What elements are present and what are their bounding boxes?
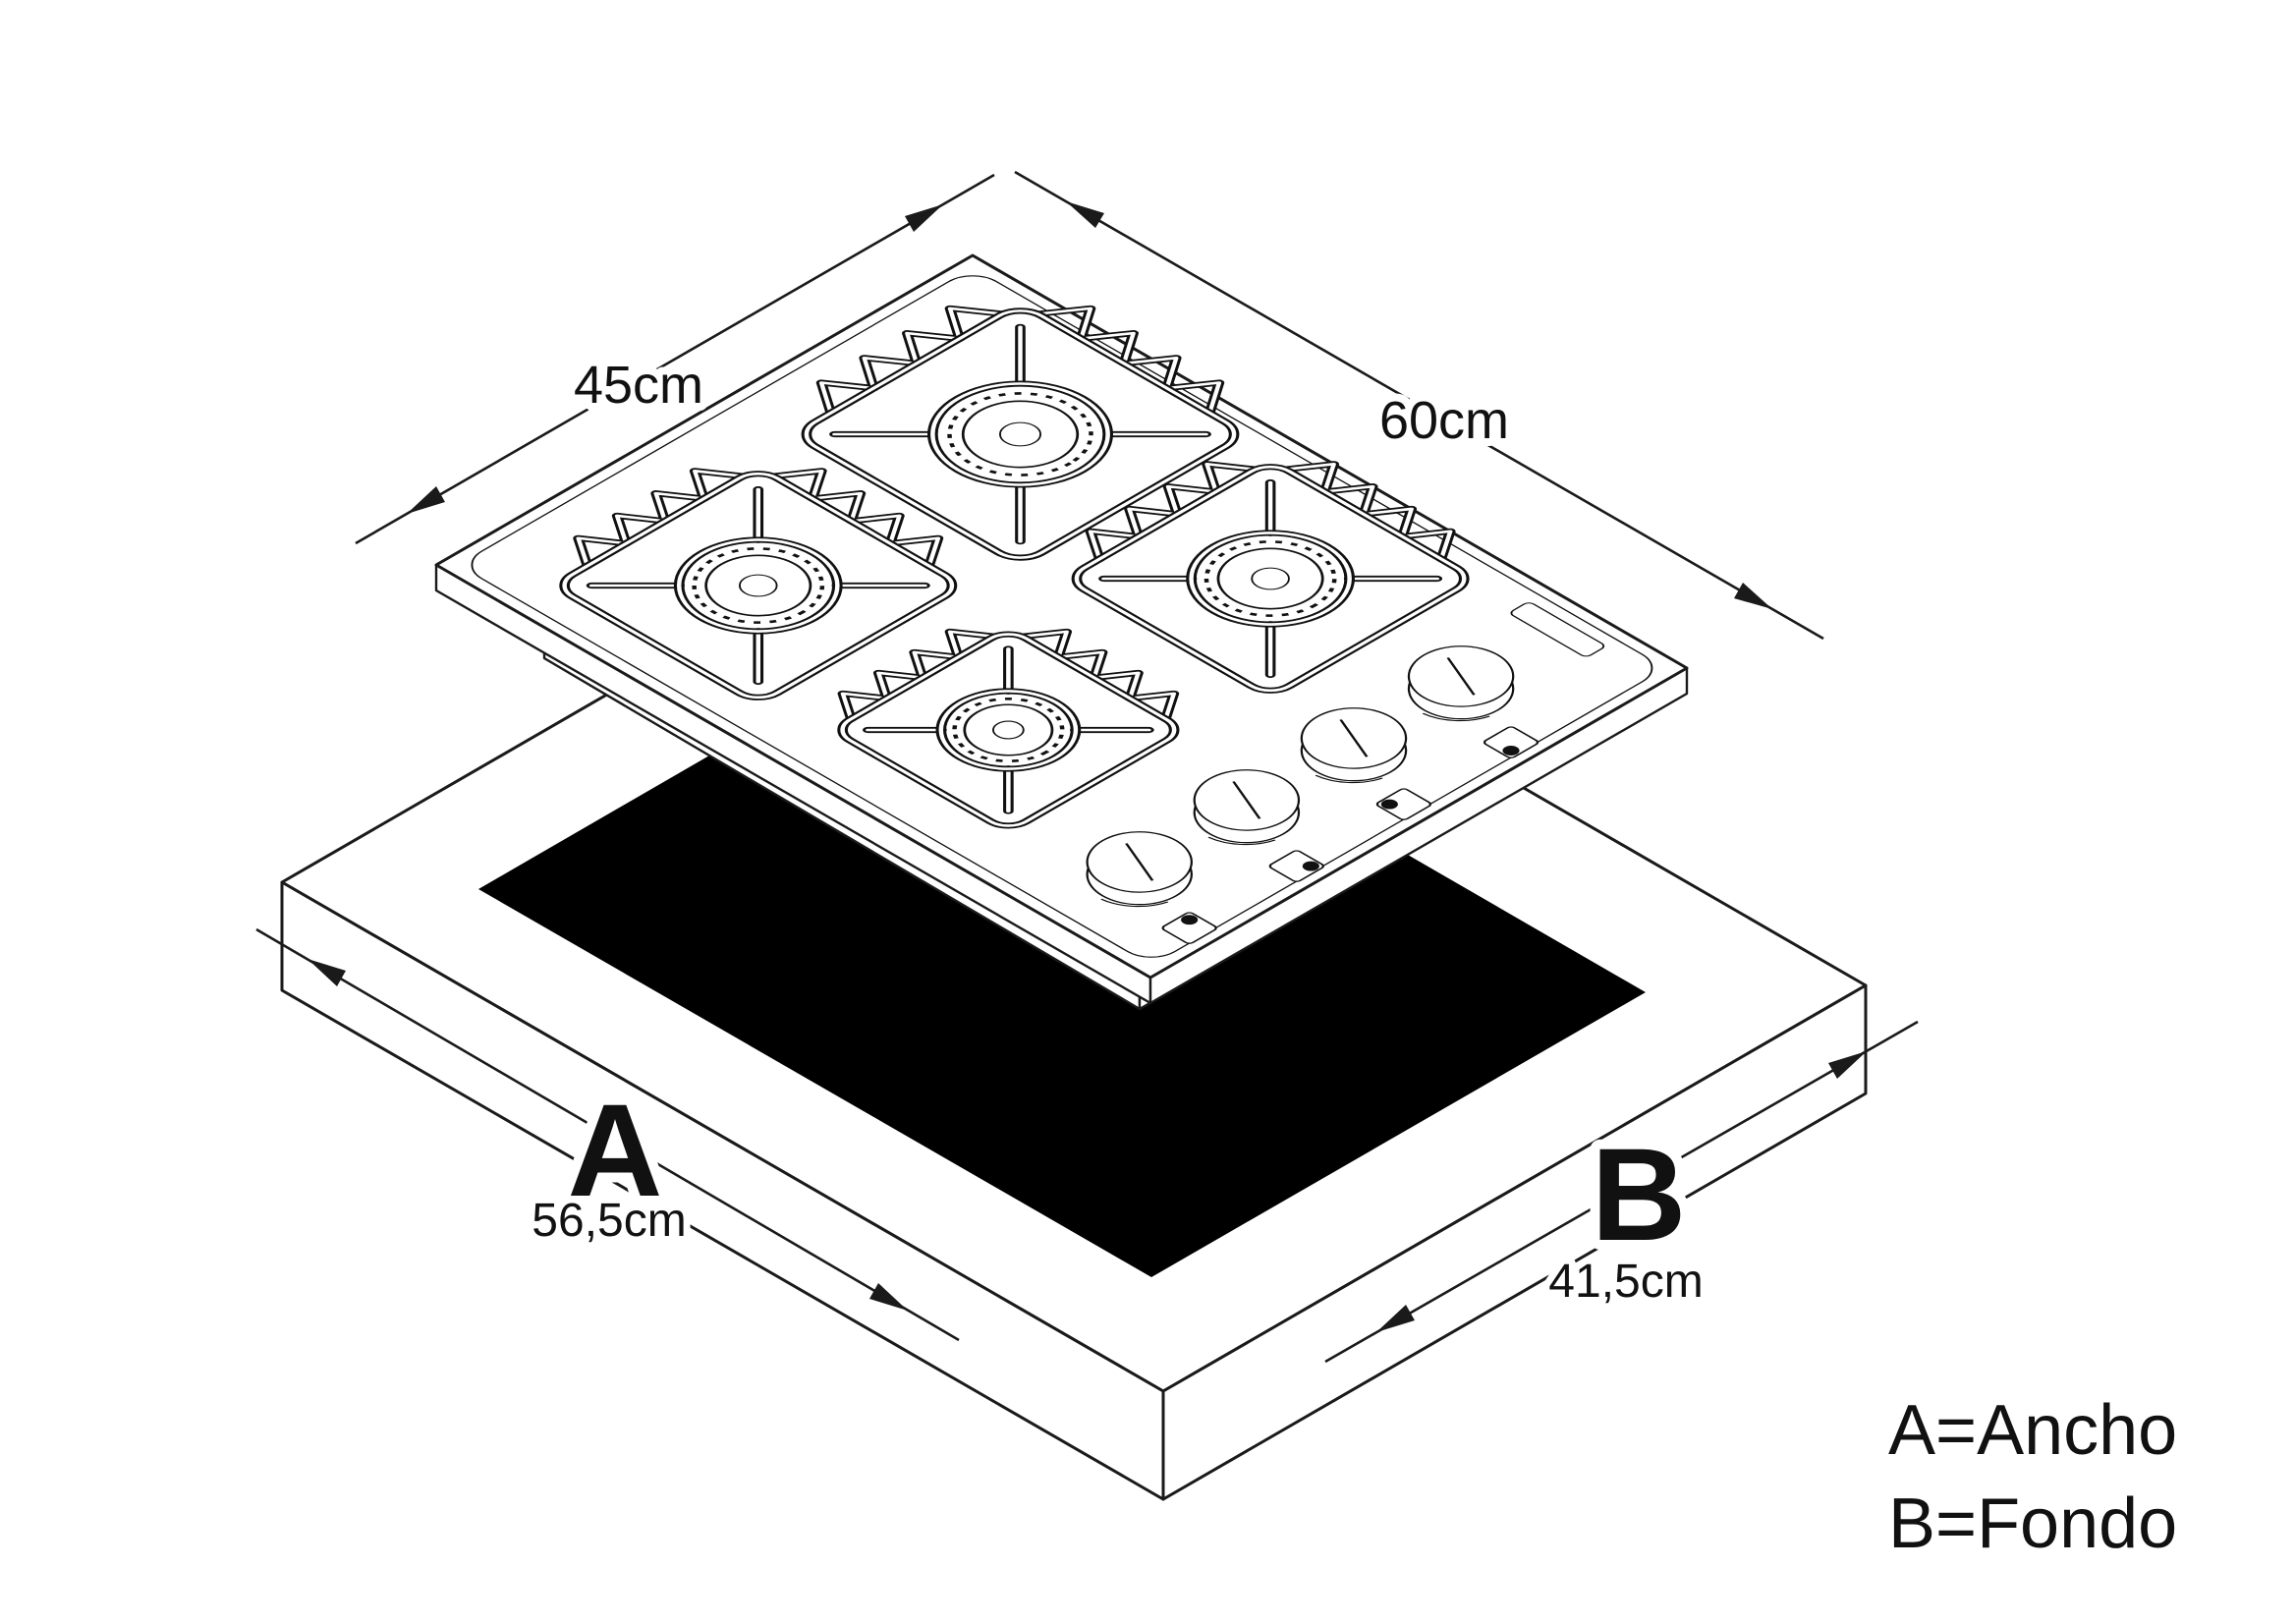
arrowhead [308,959,346,986]
dimension-letter-a: A [568,1078,663,1224]
arrowhead [407,486,445,514]
burner-front [837,628,1180,829]
dimension-label-depth: 45cm [574,356,703,415]
knob-2 [1193,769,1324,882]
countertop-front-right-face [1161,983,1868,1501]
dimension-line [1014,170,1824,641]
arrowhead [1066,201,1104,228]
burner-left [559,468,958,700]
knob-3 [1300,707,1431,820]
dimension-line [255,927,960,1342]
dimension-value-b: 41,5cm [1548,1256,1703,1308]
dimension-label-width: 60cm [1379,391,1509,450]
arrowhead [869,1283,908,1311]
dimension-line [1324,1020,1919,1364]
legend-line-a: A=Ancho [1888,1391,2177,1470]
legend-line-b: B=Fondo [1888,1484,2177,1563]
arrowhead [1734,583,1772,609]
brand-mark [1510,602,1605,657]
arrowhead [1376,1305,1415,1332]
dimension-cutout-b: B 41,5cm [1324,1020,1919,1364]
legend: A=Ancho B=Fondo [1888,1391,2177,1563]
dimension-line [355,173,995,545]
dimension-letter-b: B [1592,1122,1687,1268]
dimension-width-top: 60cm [1014,170,1824,641]
burner-back [801,305,1240,561]
dimension-cutout-a: A 56,5cm [255,927,960,1342]
knob-4 [1407,645,1539,758]
dimension-depth-top: 45cm [355,173,995,545]
hob-glass [434,253,1689,1005]
burner-right [1071,461,1470,694]
dimension-value-a: 56,5cm [532,1195,686,1247]
arrowhead [1828,1051,1867,1079]
hob-detail-iso [471,275,1653,958]
knob-1 [1086,831,1217,944]
arrowhead [905,204,943,232]
